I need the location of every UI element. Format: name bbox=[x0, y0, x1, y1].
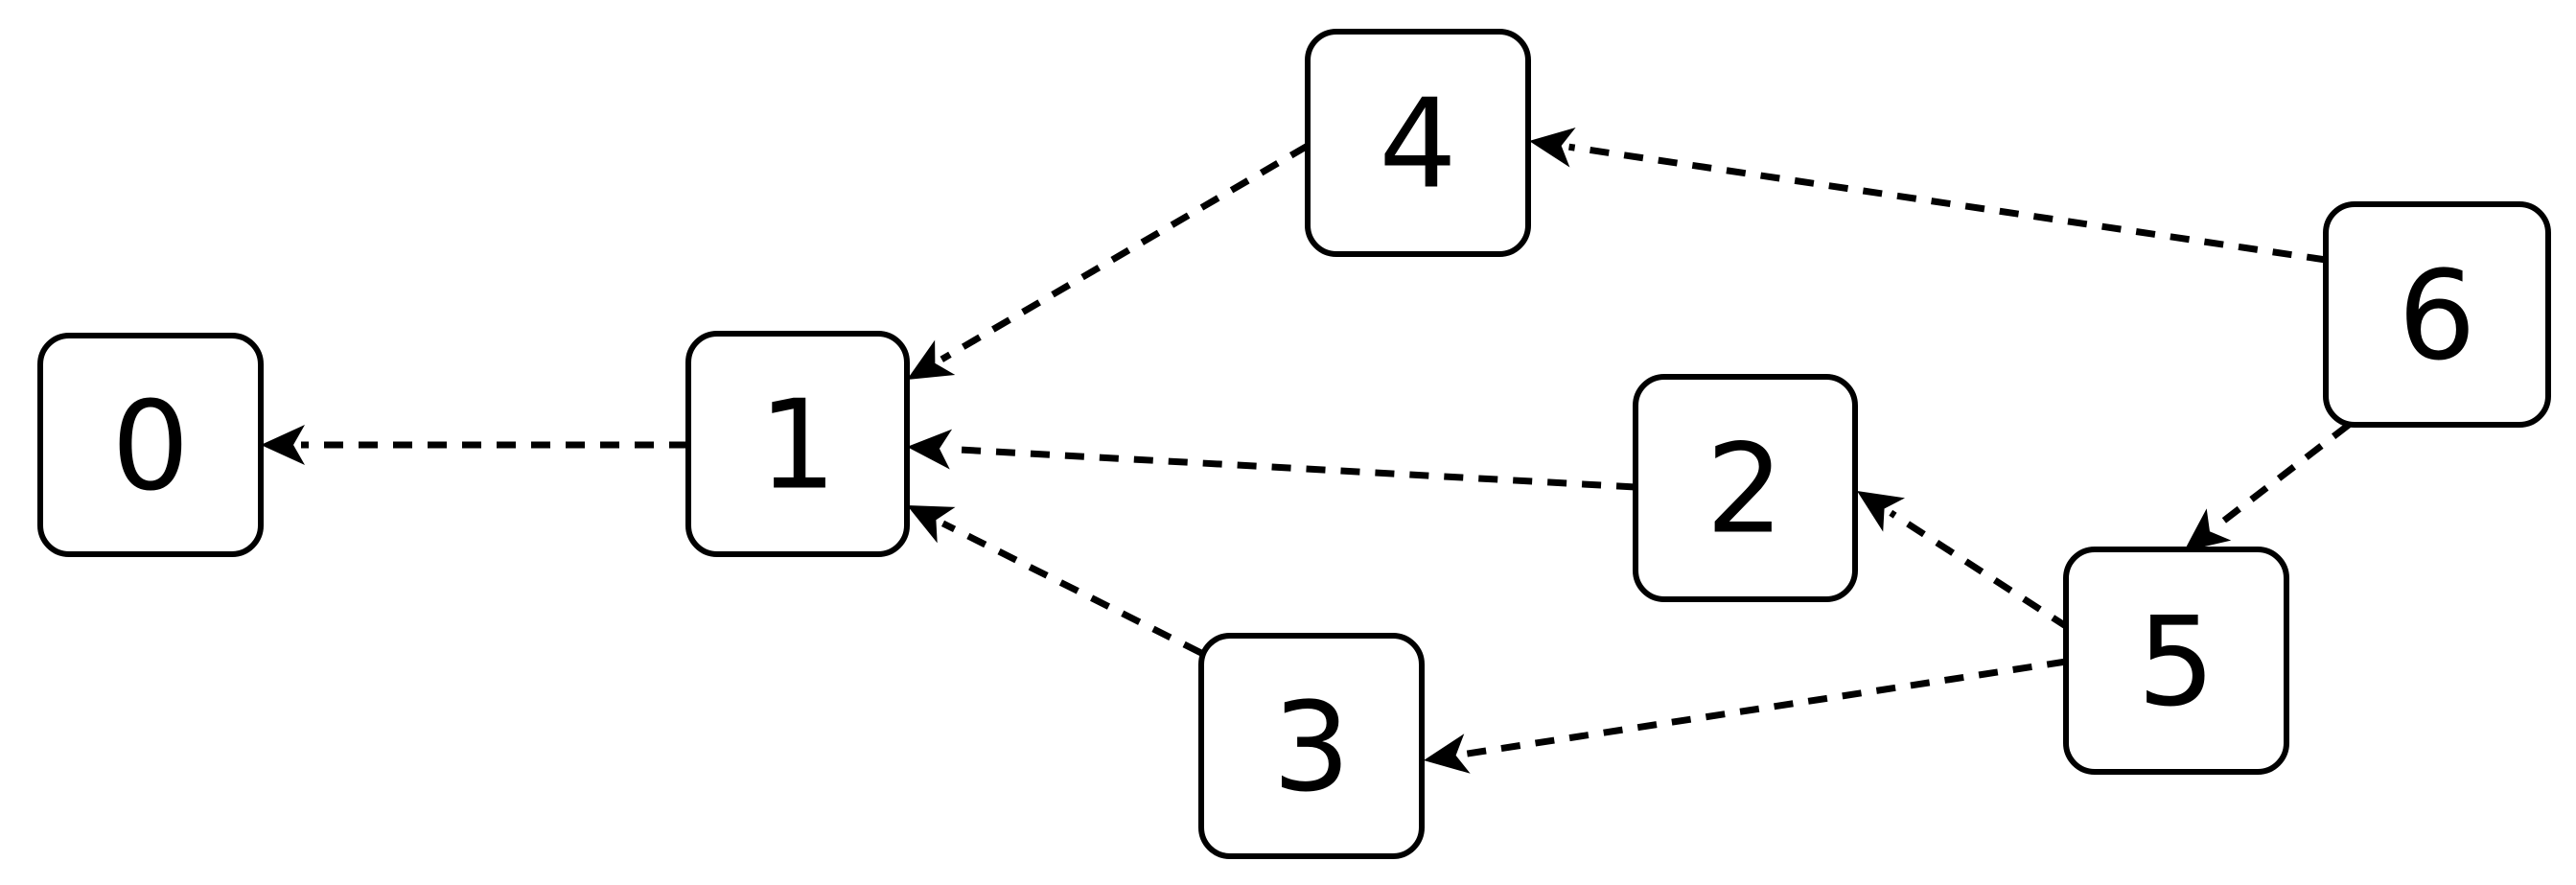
arrowhead-icon bbox=[907, 505, 956, 544]
node-4[interactable]: 4 bbox=[1305, 29, 1531, 257]
node-6[interactable]: 6 bbox=[2323, 201, 2551, 428]
edge-line bbox=[2214, 422, 2352, 530]
node-1[interactable]: 1 bbox=[685, 331, 910, 557]
arrowhead-icon bbox=[2184, 508, 2232, 551]
node-0[interactable]: 0 bbox=[37, 333, 264, 557]
node-5[interactable]: 5 bbox=[2063, 547, 2289, 775]
edges-layer bbox=[261, 128, 2352, 774]
node-label: 0 bbox=[111, 376, 189, 519]
arrowhead-icon bbox=[1529, 128, 1576, 168]
node-box[interactable] bbox=[1198, 633, 1425, 859]
edge-5-to-3 bbox=[1424, 658, 2067, 774]
node-label: 2 bbox=[1706, 419, 1783, 562]
node-box[interactable] bbox=[37, 333, 264, 557]
edge-2-to-1 bbox=[907, 429, 1636, 491]
node-label: 1 bbox=[758, 375, 836, 518]
node-2[interactable]: 2 bbox=[1633, 374, 1858, 602]
edge-line bbox=[946, 445, 1636, 491]
node-box[interactable] bbox=[2323, 201, 2551, 428]
node-label: 5 bbox=[2137, 592, 2215, 734]
nodes-layer: 0 1 2 3 4 5 6 bbox=[37, 29, 2551, 859]
node-label: 3 bbox=[1272, 677, 1350, 820]
node-label: 4 bbox=[1379, 74, 1456, 217]
node-label: 6 bbox=[2398, 245, 2475, 388]
node-box[interactable] bbox=[685, 331, 910, 557]
node-box[interactable] bbox=[2063, 547, 2289, 775]
edge-1-to-0 bbox=[261, 425, 688, 465]
arrowhead-icon bbox=[261, 425, 305, 465]
edge-3-to-1 bbox=[907, 505, 1203, 657]
arrowhead-icon bbox=[1424, 734, 1471, 774]
arrowhead-icon bbox=[1857, 491, 1906, 532]
edge-line bbox=[940, 520, 1203, 657]
node-box[interactable] bbox=[1633, 374, 1858, 602]
edge-line bbox=[1889, 509, 2071, 631]
arrowhead-icon bbox=[907, 339, 956, 380]
edge-6-to-4 bbox=[1529, 128, 2327, 264]
edge-5-to-2 bbox=[1857, 491, 2071, 631]
edge-4-to-1 bbox=[907, 142, 1310, 380]
arrowhead-icon bbox=[907, 429, 953, 470]
edge-line bbox=[1568, 143, 2327, 264]
edge-6-to-5 bbox=[2184, 422, 2352, 551]
edge-line bbox=[1462, 658, 2067, 758]
edge-line bbox=[940, 142, 1310, 362]
node-box[interactable] bbox=[1305, 29, 1531, 257]
node-3[interactable]: 3 bbox=[1198, 633, 1425, 859]
